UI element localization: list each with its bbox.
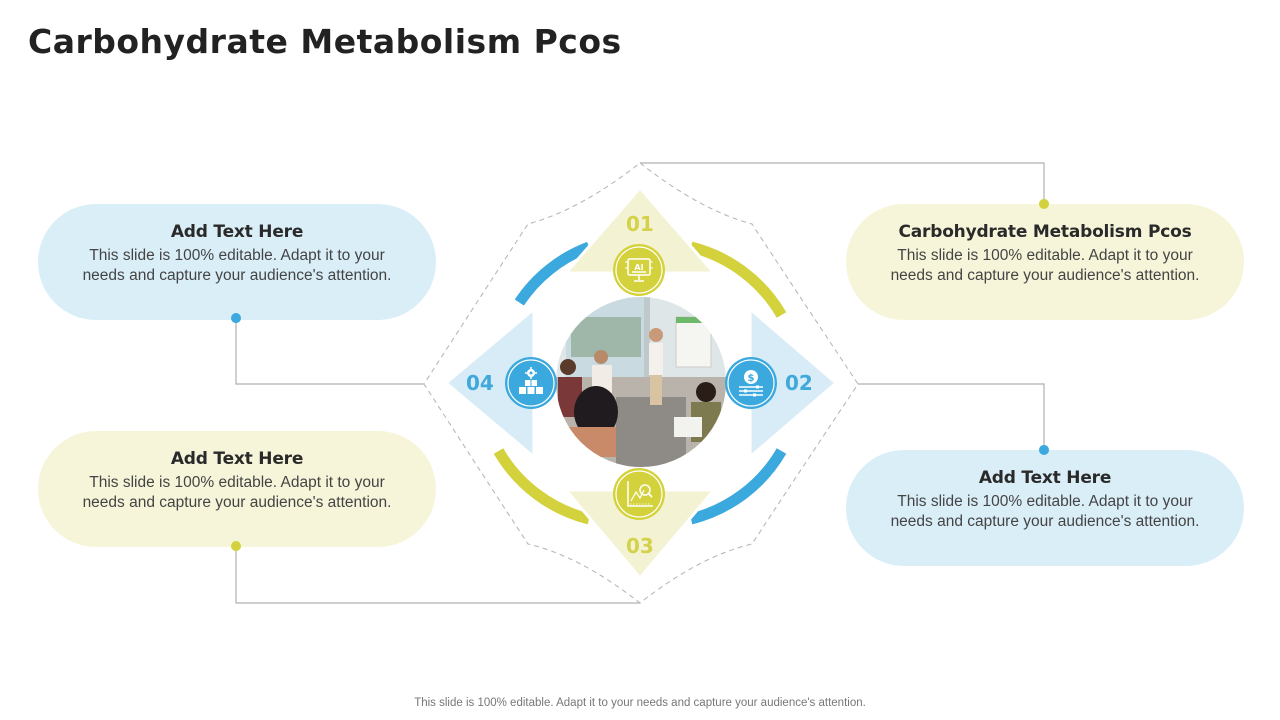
- step-number-04: 04: [466, 371, 494, 395]
- connector-lines: [235, 162, 1045, 604]
- text-box-title: Add Text Here: [978, 468, 1112, 488]
- text-box-title: Carbohydrate Metabolism Pcos: [898, 222, 1192, 242]
- step-01-icon-circle: AI: [613, 244, 665, 296]
- step-02-icon-circle: $: [725, 357, 777, 409]
- step-number-01: 01: [626, 212, 654, 236]
- chart-magnifier-icon: [615, 470, 663, 518]
- dashed-diamond-outline: [423, 162, 859, 604]
- footer-note: This slide is 100% editable. Adapt it to…: [414, 697, 866, 709]
- slide-title: Carbohydrate Metabolism Pcos: [28, 22, 622, 61]
- step-03-icon-circle: [613, 468, 665, 520]
- center-team-photo: [556, 297, 726, 467]
- dollar-sliders-icon: $: [727, 359, 775, 407]
- text-box-body: This slide is 100% editable. Adapt it to…: [82, 474, 392, 511]
- text-box-bottom-left: Add Text Here This slide is 100% editabl…: [38, 431, 436, 547]
- text-box-body: This slide is 100% editable. Adapt it to…: [82, 247, 392, 284]
- text-box-title: Add Text Here: [170, 449, 304, 469]
- svg-text:$: $: [748, 373, 755, 384]
- step-number-03: 03: [626, 534, 654, 558]
- boxes-gear-icon: [507, 359, 555, 407]
- text-box-top-right: Carbohydrate Metabolism Pcos This slide …: [846, 204, 1244, 320]
- ai-monitor-icon: AI: [615, 246, 663, 294]
- step-04-icon-circle: [505, 357, 557, 409]
- svg-text:AI: AI: [634, 263, 643, 272]
- text-box-body: This slide is 100% editable. Adapt it to…: [890, 493, 1200, 530]
- text-box-bottom-right: Add Text Here This slide is 100% editabl…: [846, 450, 1244, 566]
- text-box-top-left: Add Text Here This slide is 100% editabl…: [38, 204, 436, 320]
- step-number-02: 02: [785, 371, 813, 395]
- text-box-body: This slide is 100% editable. Adapt it to…: [890, 247, 1200, 284]
- text-box-title: Add Text Here: [170, 222, 304, 242]
